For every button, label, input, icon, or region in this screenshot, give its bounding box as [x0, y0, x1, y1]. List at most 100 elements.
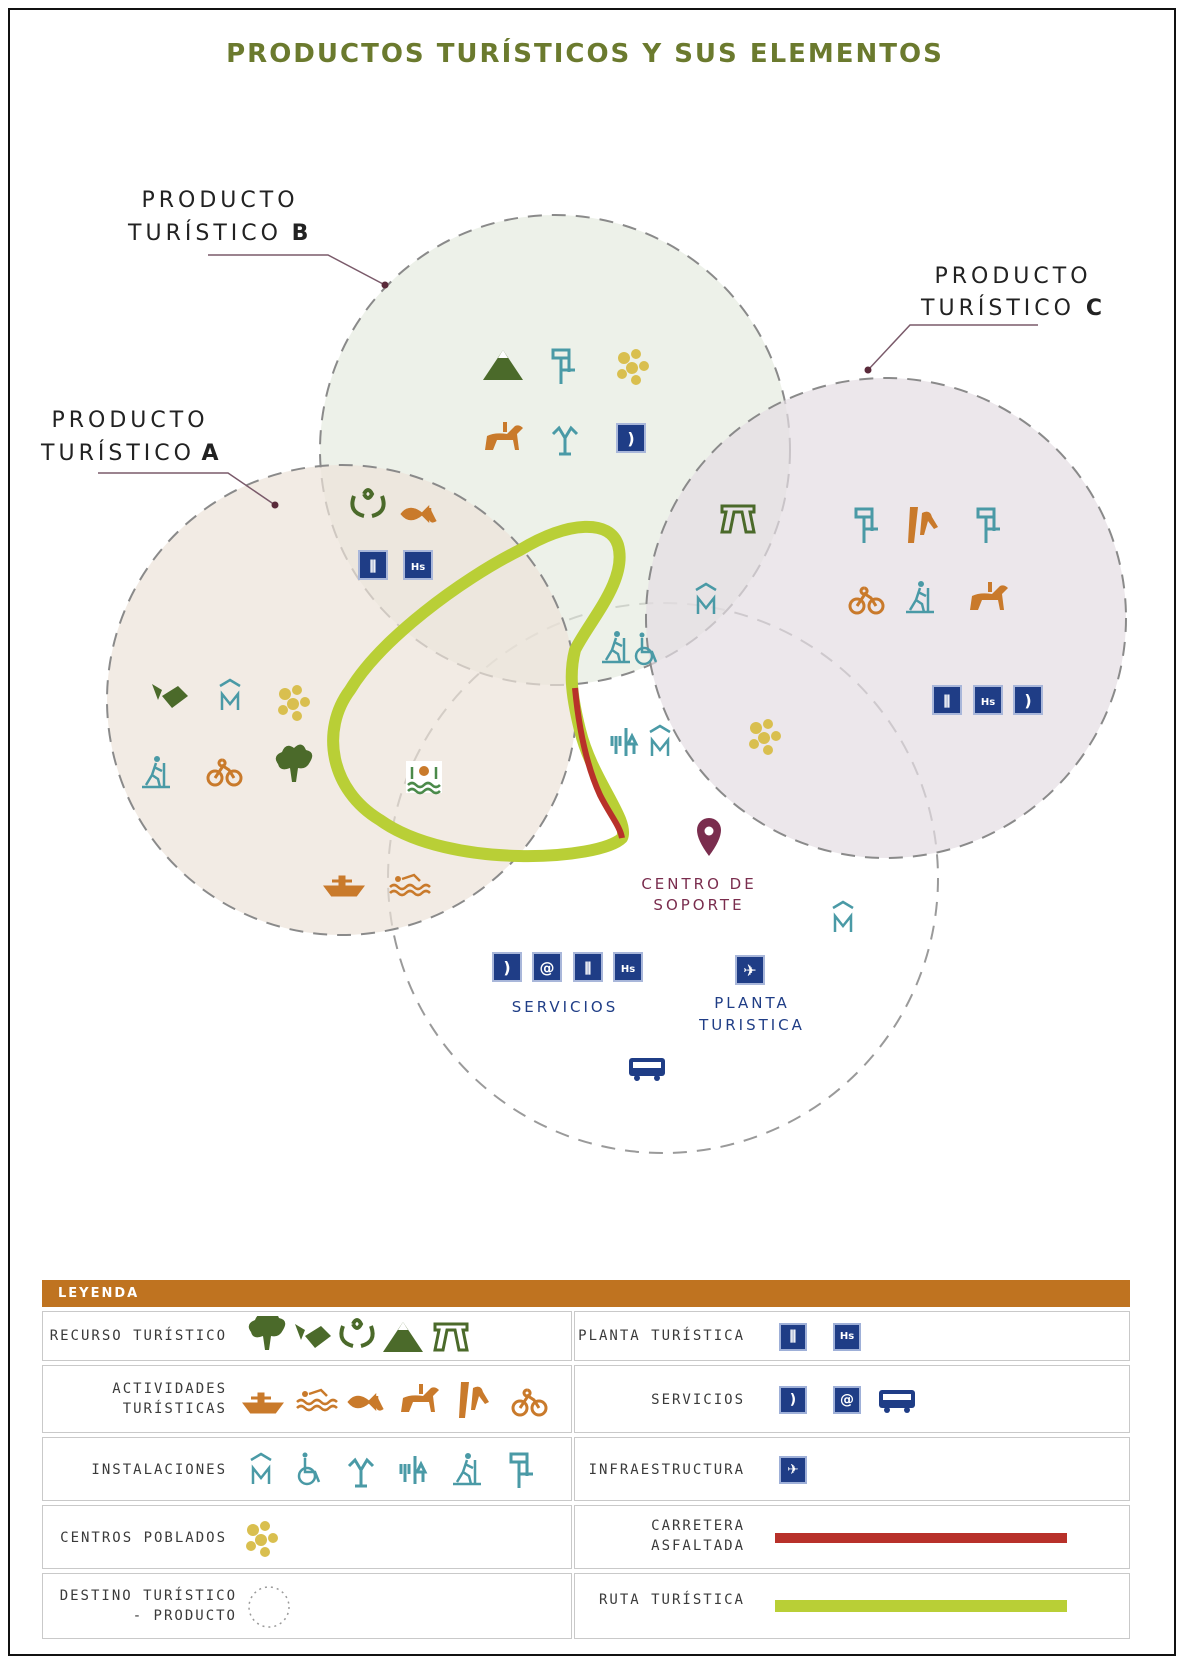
legend-label: CENTROS POBLADOS: [60, 1530, 227, 1546]
legend: LEYENDA RECURSO TURÍSTICO ACTIVIDADES TUR…: [42, 1280, 1130, 1642]
product-a-leader: [98, 472, 276, 506]
product-a-dot: [271, 501, 279, 509]
product-b-label-line2: TURÍSTICO: [127, 220, 282, 246]
legend-label: INFRAESTRUCTURA: [588, 1462, 745, 1478]
viewpoint-icon: [347, 1458, 375, 1488]
legend-label-line1: CARRETERA: [651, 1518, 745, 1534]
hotel-icon: Hs: [403, 550, 433, 580]
product-a-label-line1: PRODUCTO: [51, 408, 208, 433]
svg-text:@: @: [540, 959, 555, 977]
legend-label: RECURSO TURÍSTICO: [49, 1328, 227, 1344]
product-c-label-line1: PRODUCTO: [934, 264, 1091, 289]
product-b-dot: [381, 281, 389, 289]
product-b-label-line1: PRODUCTO: [141, 188, 298, 213]
legend-label-line2: - PRODUCTO: [132, 1608, 237, 1624]
bus-icon: [879, 1390, 915, 1413]
svg-text:⫼: ⫼: [585, 961, 591, 977]
legend-row-ruta: RUTA TURÍSTICA: [574, 1573, 1130, 1639]
climbing-icon: [459, 1382, 489, 1418]
legend-row-poblados: CENTROS POBLADOS: [42, 1505, 572, 1569]
svg-text:): ): [627, 429, 634, 448]
legend-label: DESTINO TURÍSTICO - PRODUCTO: [47, 1586, 237, 1626]
legend-icons: [249, 1451, 535, 1490]
hiker-icon: [451, 1451, 483, 1486]
legend-label: ACTIVIDADES TURÍSTICAS: [47, 1379, 227, 1419]
route-line-icon: [775, 1600, 1067, 1612]
product-c-leader: [867, 324, 1038, 371]
planta-label-line1: PLANTA: [714, 994, 790, 1012]
legend-label-line1: DESTINO TURÍSTICO: [59, 1588, 237, 1604]
diagram-canvas: PRODUCTOS TURÍSTICOS Y SUS ELEMENTOS PRO…: [40, 37, 1127, 1154]
legend-row-recurso: RECURSO TURÍSTICO: [42, 1311, 572, 1361]
internet-icon: @: [833, 1386, 861, 1414]
arch-icon: [433, 1322, 469, 1352]
svg-text:⫼: ⫼: [370, 559, 376, 575]
mountain-icon: [383, 1322, 423, 1352]
legend-label: CARRETERA ASFALTADA: [575, 1516, 745, 1556]
legend-label: INSTALACIONES: [91, 1462, 227, 1478]
legend-label-line1: ACTIVIDADES: [112, 1381, 227, 1397]
svg-text:Hs: Hs: [621, 964, 635, 975]
phone-icon: ): [1013, 685, 1043, 715]
legend-row-carretera: CARRETERA ASFALTADA: [574, 1505, 1130, 1569]
product-b-letter: B: [292, 221, 309, 246]
phone-icon: ): [616, 423, 646, 453]
swim-icon: [295, 1388, 339, 1412]
svg-text:⫼: ⫼: [944, 694, 950, 710]
svg-text:Hs: Hs: [981, 697, 995, 708]
restaurant-icon: ⫼: [573, 952, 603, 982]
hands-icon: [339, 1318, 375, 1348]
hotel-icon: Hs: [613, 952, 643, 982]
svg-text:✈: ✈: [743, 961, 756, 980]
legend-label: SERVICIOS: [651, 1392, 745, 1408]
product-a-label-line2: TURÍSTICO: [40, 440, 195, 466]
hotel-icon: Hs: [833, 1323, 861, 1351]
legend-header: LEYENDA: [42, 1280, 1130, 1307]
location-pin-icon: [697, 818, 721, 856]
product-c-letter: C: [1086, 296, 1102, 321]
restroom-icon: [399, 1454, 427, 1486]
bike-icon: [511, 1388, 548, 1417]
museum-icon: [249, 1452, 273, 1486]
phone-icon: ): [492, 952, 522, 982]
product-c-dot: [864, 366, 872, 374]
legend-icons: [879, 1390, 915, 1413]
figure-frame: [8, 8, 1176, 1656]
product-b-leader: [208, 254, 386, 286]
legend-row-servicios: SERVICIOS ) @: [574, 1365, 1130, 1433]
restaurant-icon: ⫼: [779, 1323, 807, 1351]
wheelchair-icon: [297, 1451, 321, 1486]
legend-icons: [248, 1316, 469, 1352]
product-c-label-line2: TURÍSTICO: [920, 295, 1075, 321]
legend-row-instalaciones: INSTALACIONES: [42, 1437, 572, 1501]
horse-icon: [401, 1384, 439, 1412]
boat-icon: [243, 1392, 283, 1414]
support-center-label-line1: CENTRO DE: [641, 875, 756, 893]
tree-icon: [248, 1316, 286, 1350]
svg-text:Hs: Hs: [411, 562, 425, 573]
svg-text:): ): [503, 958, 510, 977]
paved-road: [572, 687, 625, 839]
product-c-circle: [645, 377, 1127, 859]
airport-icon: ✈: [735, 955, 765, 985]
legend-row-destino: DESTINO TURÍSTICO - PRODUCTO: [42, 1573, 572, 1639]
legend-label: PLANTA TURÍSTICA: [578, 1328, 745, 1344]
legend-row-planta: PLANTA TURÍSTICA ⫼ Hs: [574, 1311, 1130, 1361]
legend-icons: [246, 1521, 278, 1557]
wetland-icon: [404, 759, 444, 795]
population-icon: [246, 1521, 278, 1557]
airport-icon: ✈: [779, 1456, 807, 1484]
internet-icon: @: [532, 952, 562, 982]
legend-label-line2: TURÍSTICAS: [122, 1401, 227, 1417]
hotel-icon: Hs: [973, 685, 1003, 715]
support-center-label-line2: SOPORTE: [653, 896, 744, 914]
dotted-circle-icon: [248, 1586, 290, 1628]
legend-icons: [248, 1586, 290, 1628]
legend-title: LEYENDA: [58, 1286, 140, 1301]
legend-row-actividades: ACTIVIDADES TURÍSTICAS: [42, 1365, 572, 1433]
page-title: PRODUCTOS TURÍSTICOS Y SUS ELEMENTOS: [226, 37, 944, 69]
fishing-icon: [347, 1394, 385, 1411]
product-a-letter: A: [201, 441, 218, 466]
legend-label-line2: ASFALTADA: [651, 1538, 745, 1554]
services-label: SERVICIOS: [512, 998, 619, 1016]
